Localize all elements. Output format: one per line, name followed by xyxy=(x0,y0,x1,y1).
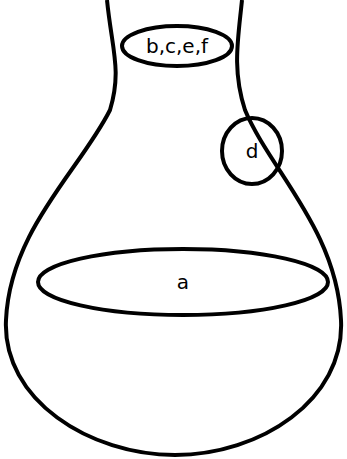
node-label: a xyxy=(177,271,189,293)
flask-wall xyxy=(6,0,341,455)
neck-ellipse: b,c,e,f xyxy=(120,24,234,68)
ellipse-border xyxy=(38,249,328,315)
node-label: b,c,e,f xyxy=(146,35,208,57)
wall-circle: d xyxy=(220,116,284,186)
node-label: d xyxy=(246,140,259,162)
ellipse-border xyxy=(222,118,282,184)
ellipse-border xyxy=(122,26,232,66)
body-ellipse: a xyxy=(36,247,330,317)
